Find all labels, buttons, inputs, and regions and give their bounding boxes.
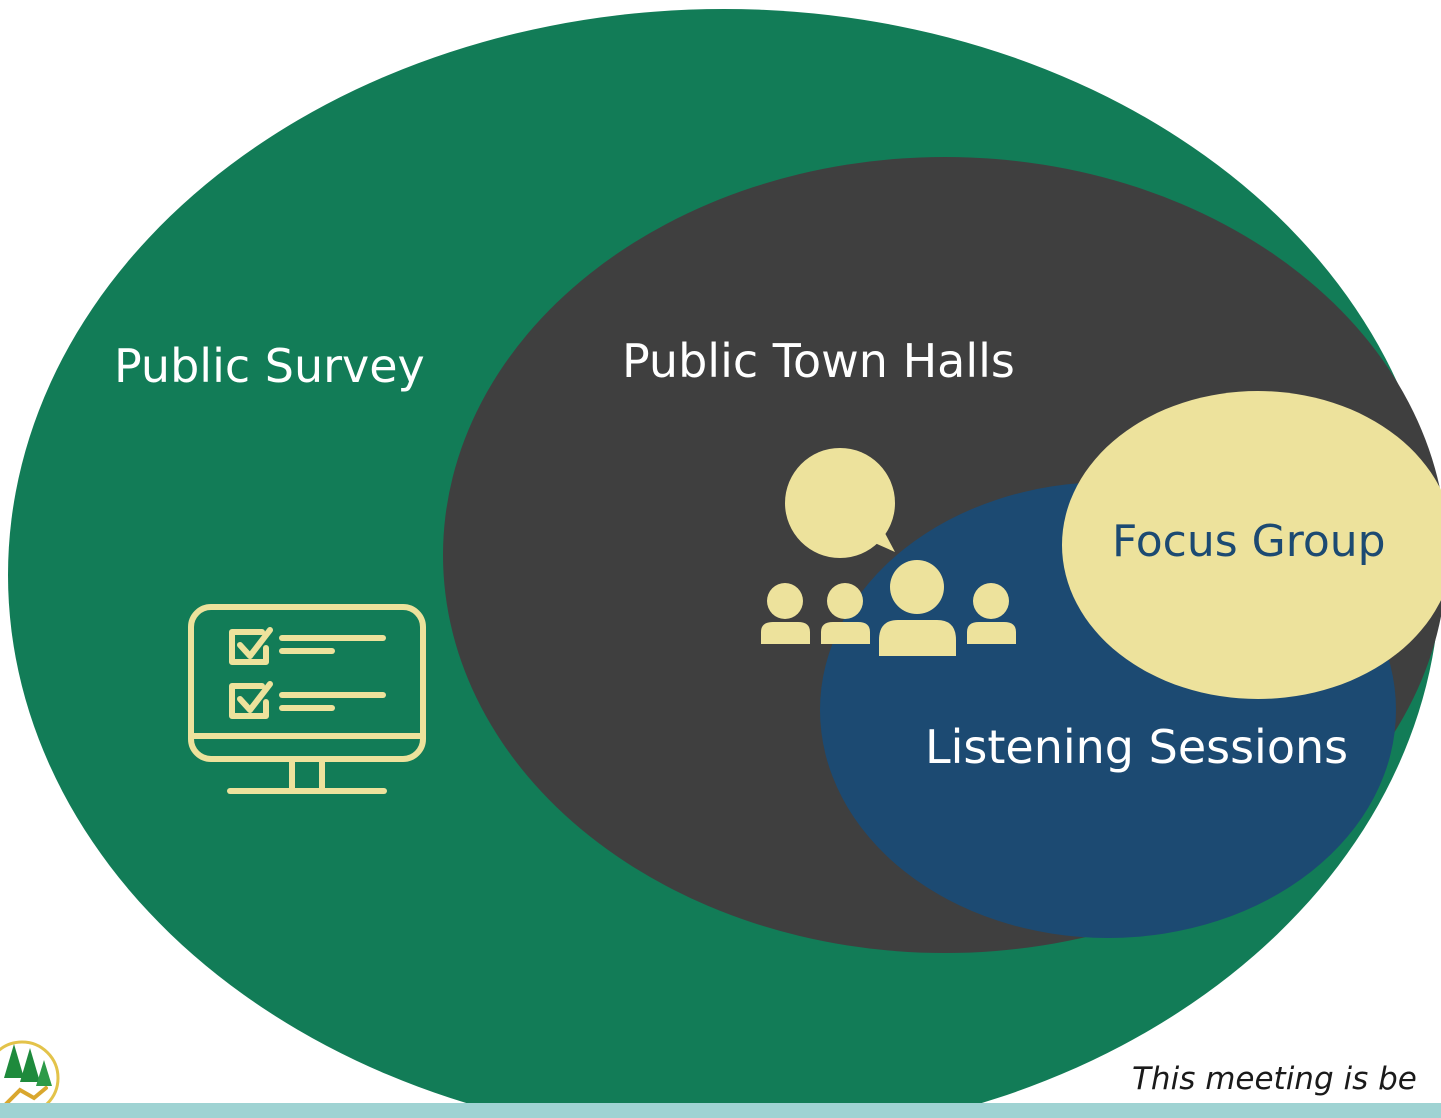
trees-deer-logo [0, 1040, 60, 1116]
survey-checklist-monitor-icon [188, 604, 426, 794]
people-speech-bubble-icon [761, 448, 1016, 656]
focus-group-label: Focus Group [1112, 516, 1386, 567]
listening-sessions-label: Listening Sessions [925, 720, 1349, 774]
focus-group-region [1062, 391, 1441, 699]
footer-bar [0, 1103, 1441, 1118]
public-town-halls-label: Public Town Halls [622, 334, 1015, 388]
public-survey-label: Public Survey [114, 339, 425, 393]
footer-note: This meeting is be [1132, 1061, 1417, 1097]
